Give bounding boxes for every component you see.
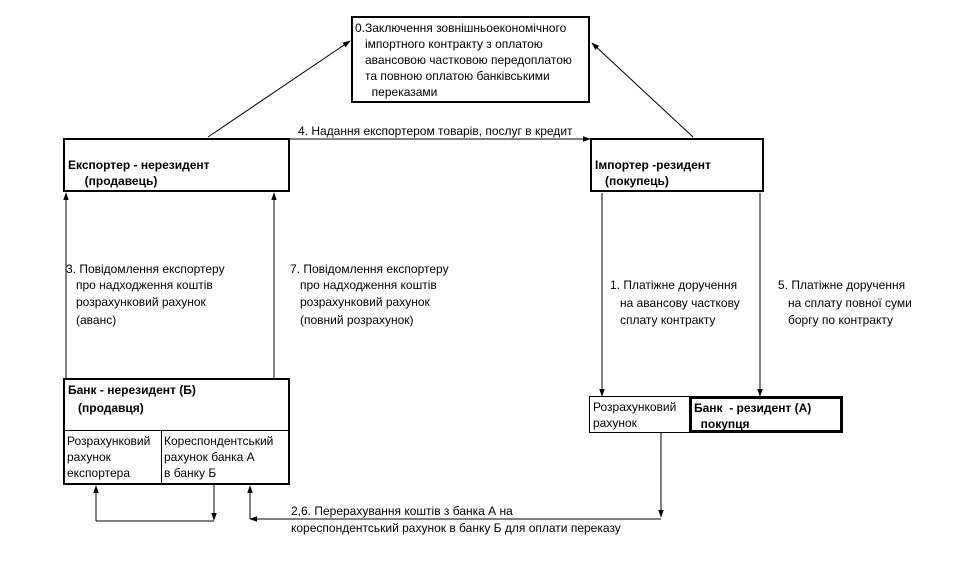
bank-b-account-line: експортера <box>67 466 131 480</box>
bank-a-account-line: рахунок <box>593 416 637 430</box>
bank-b-corr-line: Кореспондентський <box>164 434 274 448</box>
step7-label: 7. Повідомлення експортеру <box>290 262 449 276</box>
bank-b-account-line: Розрахунковий <box>67 434 151 448</box>
exporter-title: Експортер - нерезидент <box>68 158 210 172</box>
bank-a-title: Банк - резидент (А) <box>694 401 812 415</box>
bank-b-box: Банк - нерезидент (Б) (продавця) Розраху… <box>63 378 290 485</box>
contract-line: та повною оплатою банківськими <box>355 69 550 83</box>
step4-label: 4. Надання експортером товарів, послуг в… <box>298 124 573 138</box>
exporter-subtitle: (продавець) <box>68 174 158 188</box>
step5-label: на сплату повної суми <box>778 296 912 310</box>
step26-label: 2,6. Перерахування коштів з банка А на <box>291 504 513 518</box>
importer-title: Імпортер -резидент <box>595 158 711 172</box>
step7-label: (повний розрахунок) <box>290 313 414 327</box>
step3-label: розрахунковий рахунок <box>66 295 206 309</box>
step26-label: кореспондентський рахунок в банку Б для … <box>291 521 621 535</box>
bank-a-box: Розрахунковий рахунок Банк - резидент (А… <box>589 396 843 433</box>
contract-line: переказами <box>355 85 438 99</box>
step1-label: сплату контракту <box>610 313 716 327</box>
bank-b-corr-cell: Кореспондентський рахунок банка А в банк… <box>162 430 288 483</box>
step3-label: 3. Повідомлення експортеру <box>66 262 225 276</box>
step7-label: про надходження коштів <box>290 278 437 292</box>
step7-label: розрахунковий рахунок <box>290 295 430 309</box>
contract-line: авансовою частковою передоплатою <box>355 53 572 67</box>
bank-b-corr-line: в банку Б <box>164 466 217 480</box>
step5-label: боргу по контракту <box>778 313 893 327</box>
contract-line: імпортного контракту з оплатою <box>355 37 543 51</box>
step1-label: на авансову часткову <box>610 296 740 310</box>
bank-b-corr-line: рахунок банка А <box>164 450 255 464</box>
step3-label: (аванс) <box>66 313 117 327</box>
contract-line: 0.Заключення зовнішньоекономічного <box>355 21 567 35</box>
step1-label: 1. Платіжне доручення <box>610 278 738 292</box>
bank-b-account-cell: Розрахунковий рахунок експортера <box>65 430 162 483</box>
bank-b-subtitle: (продавця) <box>68 401 144 415</box>
step3-label: про надходження коштів <box>66 278 213 292</box>
bank-b-account-line: рахунок <box>67 450 111 464</box>
bank-a-title-cell: Банк - резидент (А) покупця <box>690 397 842 432</box>
bank-a-account-cell: Розрахунковий рахунок <box>590 397 690 432</box>
step5-label: 5. Платіжне доручення <box>778 278 906 292</box>
contract-box: 0.Заключення зовнішньоекономічного імпор… <box>351 16 590 103</box>
importer-subtitle: (покупець) <box>595 174 669 188</box>
importer-box: Імпортер -резидент (покупець) <box>590 138 764 192</box>
exporter-box: Експортер - нерезидент (продавець) <box>63 138 290 192</box>
arrow-importer-to-contract <box>591 42 694 138</box>
arrow-exporter-to-contract <box>207 40 351 138</box>
bank-a-account-line: Розрахунковий <box>593 400 677 414</box>
bank-a-subtitle: покупця <box>694 417 750 431</box>
bank-b-title: Банк - нерезидент (Б) <box>68 383 196 397</box>
